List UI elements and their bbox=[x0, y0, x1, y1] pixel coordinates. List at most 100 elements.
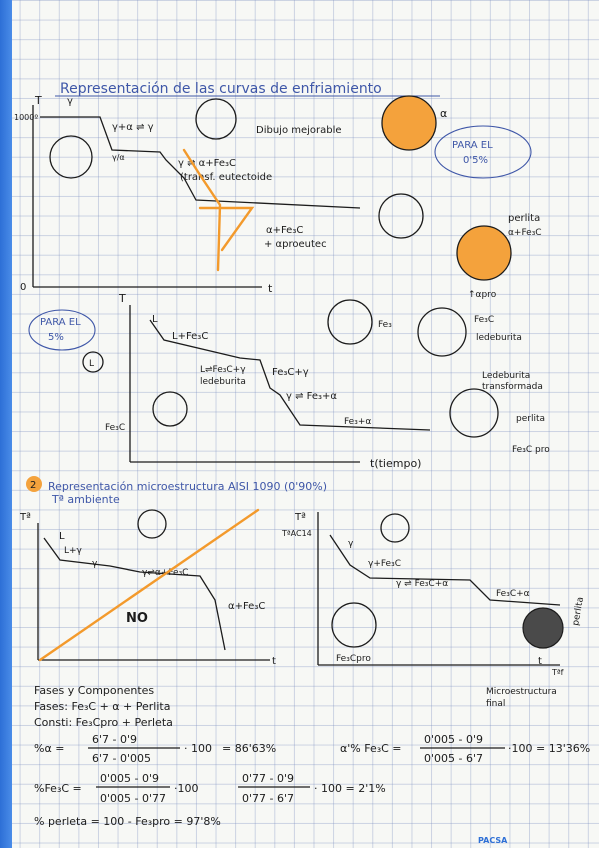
d3-l: L bbox=[59, 531, 65, 542]
d1-transf-eutec: (transf. eutectoide bbox=[180, 172, 272, 183]
eq3-den: 0'005 - 0'77 bbox=[100, 792, 166, 805]
d3-a-fe3c: α+Fe₃C bbox=[228, 601, 265, 612]
d1-para-val: 0'5% bbox=[463, 155, 488, 166]
eq3-den2: 0'77 - 6'7 bbox=[242, 792, 294, 805]
d2-para-box bbox=[28, 309, 96, 351]
d1-a-proeutec: + αproeutec bbox=[264, 239, 327, 250]
diagram-aisi-1090: Tª TªAC14 t Tªf γ γ+Fe₃C γ ⇌ Fe₃C+α Fe₃C… bbox=[281, 512, 586, 709]
eq3-num: 0'005 - 0'9 bbox=[100, 772, 159, 785]
fases-line: Fases: Fe₃C + α + Perlita bbox=[34, 700, 170, 713]
d3-x-label: t bbox=[272, 656, 276, 667]
d2-y-label: T bbox=[118, 292, 126, 305]
diagram-cooling-curve-5: T t(tiempo) PARA EL 5% L L L+Fe₃C L⇌Fe₃C… bbox=[28, 292, 550, 470]
d3-no-label: NO bbox=[126, 611, 148, 626]
d1-perlita: perlita bbox=[508, 213, 540, 224]
d1-a-fe3c: α+Fe₃C bbox=[266, 225, 303, 236]
section-number-badge bbox=[26, 476, 42, 492]
d1-curve bbox=[40, 116, 361, 209]
d1-micro-perlite-a bbox=[378, 193, 424, 239]
eq3-res: · 100 = 2'1% bbox=[314, 782, 386, 795]
d2-curve bbox=[149, 319, 431, 431]
d2-micro-liquid bbox=[82, 351, 104, 373]
d2-fe3-a: Fe₃+α bbox=[344, 417, 371, 427]
d3-l-g: L+γ bbox=[64, 546, 83, 556]
eq1-mul: · 100 bbox=[184, 742, 212, 755]
d1-a-eq-g: γ+α ⇌ γ bbox=[112, 122, 154, 133]
d4-micro2: final bbox=[486, 699, 505, 709]
d1-a-g-left: γ/α bbox=[112, 153, 125, 162]
d4-micro-austenite bbox=[380, 513, 410, 543]
d2-micro-fe3c-g bbox=[327, 299, 373, 345]
eq2-lhs: α'% Fe₃C = bbox=[340, 742, 402, 755]
d2-para-el: PARA EL bbox=[40, 317, 81, 328]
section-number: 2 bbox=[30, 480, 36, 491]
d2-fe3c-g: Fe₃C+γ bbox=[272, 367, 309, 378]
d1-alpha-pro: ↑αpro bbox=[468, 290, 497, 300]
d4-x-label: t bbox=[538, 656, 542, 667]
d1-x-label: t bbox=[268, 282, 273, 295]
eq2-res: ·100 = 13'36% bbox=[508, 742, 590, 755]
eq2-num: 0'005 - 0'9 bbox=[424, 733, 483, 746]
constit-line: Consti: Fe₃Cpro + Perleta bbox=[34, 716, 173, 729]
d2-micro-final bbox=[449, 388, 499, 438]
d3-strike-line bbox=[38, 508, 260, 662]
d3-g: γ bbox=[92, 559, 98, 569]
d1-y-label: T bbox=[34, 94, 42, 107]
d1-micro-orange bbox=[381, 95, 437, 151]
diagram-crossed-out: Tª t L L+γ γ γ⇌α+Fe₃C α+Fe₃C NO bbox=[19, 508, 276, 667]
eq1-res: = 86'63% bbox=[222, 742, 276, 755]
d4-x-sub: Tªf bbox=[551, 668, 564, 677]
d2-ledeburita-r: ledeburita bbox=[476, 333, 522, 343]
d4-perlita: perlita bbox=[571, 596, 586, 626]
d2-perlita: perlita bbox=[516, 414, 545, 424]
d2-fe3c-left: Fe₃C bbox=[105, 423, 125, 433]
d2-l: L bbox=[152, 314, 158, 325]
d2-fe3: Fe₃ bbox=[378, 320, 392, 330]
d1-g-top: γ bbox=[67, 96, 73, 107]
eq1-num: 6'7 - 0'9 bbox=[92, 733, 137, 746]
eq3-lhs: %Fe₃C = bbox=[34, 782, 82, 795]
fases-heading: Fases y Componentes bbox=[34, 684, 154, 697]
d4-g: γ bbox=[348, 539, 354, 549]
d1-correction-hatch bbox=[198, 206, 255, 252]
d4-micro: Microestructura bbox=[486, 687, 557, 697]
d2-g-eq: γ ⇌ Fe₃+α bbox=[286, 391, 337, 402]
d2-fe3c-r: Fe₃C bbox=[474, 315, 494, 325]
d1-para-box bbox=[434, 125, 532, 179]
d4-fe3c-a: Fe₃C+α bbox=[496, 589, 530, 599]
d2-ledeburita: ledeburita bbox=[200, 377, 246, 387]
d1-micro-perlite-b bbox=[456, 225, 512, 281]
eq1-den: 6'7 - 0'005 bbox=[92, 752, 151, 765]
d2-ledeb-trans2: transformada bbox=[482, 382, 543, 392]
d4-fe3c-pro: Fe₃Cpro bbox=[336, 654, 371, 664]
d1-origin: 0 bbox=[20, 282, 26, 293]
section-2-header: 2 Representación microestructura AISI 10… bbox=[26, 476, 327, 506]
d4-curve bbox=[329, 534, 561, 606]
d2-para-val: 5% bbox=[48, 332, 64, 343]
diagram-cooling-curve-05: T 1000º 0 t γ γ+α ⇌ γ γ/α γ ⇌ α+Fe₃C (tr… bbox=[14, 94, 542, 300]
d1-y-tick: 1000º bbox=[14, 113, 38, 122]
d4-y-label: Tª bbox=[294, 512, 306, 523]
d1-micro-austenite bbox=[49, 135, 93, 179]
page-title: Representación de las curvas de enfriami… bbox=[60, 81, 382, 97]
d1-alpha: α bbox=[440, 107, 447, 120]
d4-g-eq: γ ⇌ Fe₃C+α bbox=[396, 579, 448, 589]
d1-para-el: PARA EL bbox=[452, 140, 493, 151]
section-subtitle: Tª ambiente bbox=[51, 493, 120, 506]
d1-micro-two-phase bbox=[195, 98, 237, 140]
d1-perlita-sub: α+Fe₃C bbox=[508, 228, 542, 238]
eq3-num2: 0'77 - 0'9 bbox=[242, 772, 294, 785]
eq4-line: % perleta = 100 - Fe₃pro = 97'8% bbox=[34, 815, 221, 828]
d2-micro-ledeb bbox=[417, 307, 467, 357]
d4-g-fe3c: γ+Fe₃C bbox=[368, 559, 401, 569]
d2-fe3c-pro: Fe₃C pro bbox=[512, 445, 550, 455]
d2-l-fe3c: L+Fe₃C bbox=[172, 331, 208, 342]
d3-curve bbox=[43, 537, 226, 651]
d4-micro-final bbox=[522, 607, 564, 649]
d3-micro bbox=[137, 509, 167, 539]
d2-ledeb-eq: L⇌Fe₃C+γ bbox=[200, 365, 246, 375]
d4-y-tick: TªAC14 bbox=[281, 529, 312, 538]
d2-micro-fe3c-l bbox=[152, 391, 188, 427]
eq2-den: 0'005 - 6'7 bbox=[424, 752, 483, 765]
